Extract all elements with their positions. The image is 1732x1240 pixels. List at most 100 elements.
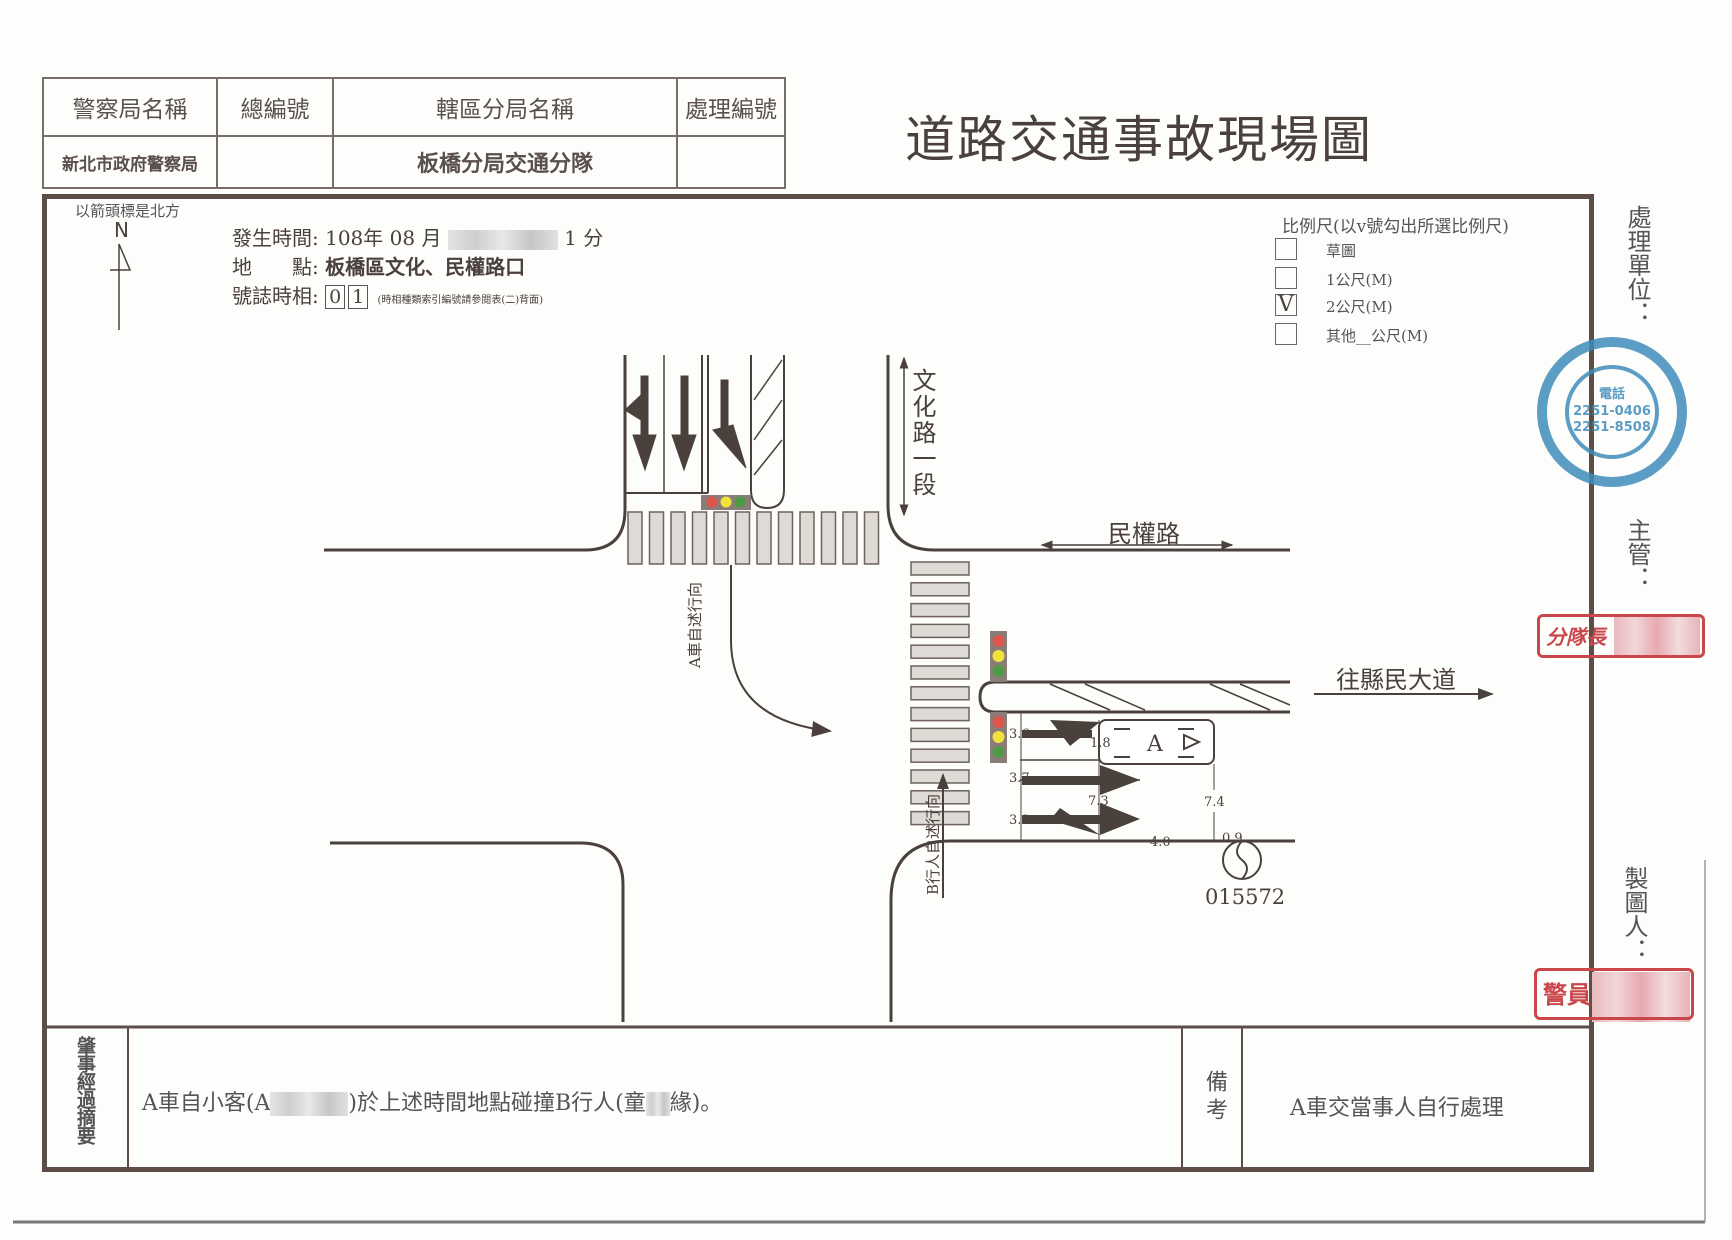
north-caption: 以箭頭標是北方 [75,202,181,220]
crosswalk-stripe-east [910,561,970,576]
road-edge-northwest [324,355,627,552]
header-col-police-bureau: 警察局名稱 [42,77,218,137]
location-row: 地 點: 板橋區文化、民權路口 [232,251,525,280]
scale-label-other: 其他__公尺(M) [1326,327,1429,345]
scale-label-1m: 1公尺(M) [1326,271,1393,289]
dim-4-0: 4.0 [1150,835,1171,850]
serial-value [216,135,334,189]
pedestrian-b-path-label: B行人自述行向 [924,794,942,895]
scale-label-2m: 2公尺(M) [1326,298,1393,316]
summary-section-lines [13,860,1706,1224]
crosswalk-stripe-east [910,644,970,659]
page-title: 道路交通事故現場圖 [905,111,1373,169]
scale-checkbox-other[interactable] [1275,323,1297,345]
summary-label: 肇事經過摘要 [74,1036,96,1144]
straight-left-arrow-icon [624,375,657,472]
crosswalk-stripe-north [713,511,729,565]
phase-note: (時相種類索引編號請參閱表(二)背面) [377,295,544,306]
remarks-value: A車交當事人自行處理 [1290,1096,1504,1121]
left-turn-arrow-icon [1022,720,1100,746]
police-bureau-value: 新北市政府警察局 [42,135,218,189]
scale-checkbox-2m[interactable]: V [1275,294,1297,316]
redacted-name [645,1092,670,1116]
manhole-icon [1222,840,1262,880]
place-value: 板橋區文化、民權路口 [325,255,526,279]
phase-digit-2: 1 [348,285,369,309]
crosswalk-stripe-east [910,602,970,618]
road-edge-southeast [889,839,1295,1022]
crosswalk-stripe-north [777,511,794,565]
crosswalk-stripe-east [910,727,970,743]
slant-arrow-icon [712,379,747,469]
occurrence-time-row: 發生時間: 108年 08 月 1 分 [232,222,603,251]
phase-digit-1: 0 [325,285,346,309]
header-col-case-number: 處理編號 [676,77,786,137]
drafter-stamp: 警員 [1534,968,1694,1020]
north-arrow-icon [110,243,132,330]
dim-lane3: 3.9 [1009,813,1030,828]
crosswalk-stripe-north [627,511,643,565]
place-label: 地 點: [232,255,319,279]
manhole-id: 015572 [1205,885,1285,909]
time-value-suffix: 1 分 [564,226,604,250]
crosswalk-stripe-east [910,623,970,639]
dimension-labels: 3.6 3.7 3.9 1.8 7.3 7.4 4.0 0.9 [1009,727,1243,850]
time-label: 發生時間: [232,226,319,250]
dimension-lines [1020,712,1215,841]
crosswalk-stripe-north [691,511,708,565]
diagram-frame [42,194,1594,1172]
crosswalk-stripe-east [910,748,970,763]
summary-part3: 緣)。 [669,1091,723,1116]
crosswalk-stripe-north [820,511,837,565]
dim-7-4: 7.4 [1204,795,1225,810]
road-label-minquan: 民權路 [1108,520,1180,548]
handling-unit-label: 處理單位： [1623,205,1651,325]
road-edge-southwest [330,841,625,1022]
lane-arrows-southbound [624,375,747,472]
road-label-to-xianmin: 往縣民大道 [1336,666,1456,694]
redacted-supervisor-name [1614,616,1700,656]
scale-title: 比例尺(以v號勾出所選比例尺) [1282,217,1509,237]
crosswalk-stripe-east [910,810,970,826]
remarks-label: 備考 [1202,1070,1227,1126]
supervisor-stamp: 分隊長 [1537,614,1705,658]
crosswalk-stripe-north [648,511,665,565]
dim-lane1: 3.6 [1009,727,1030,742]
vehicle-a: A [1098,719,1215,765]
drafter-label: 製圖人： [1620,866,1648,962]
supervisor-stamp-text: 分隊長 [1546,625,1606,649]
traffic-light-east-lower [990,712,1007,763]
vehicle-direction-icon [1183,733,1202,751]
crosswalk-stripe-north [756,511,772,565]
summary-part1: A車自小客(A [142,1091,271,1116]
scale-checkbox-1m[interactable] [1275,267,1297,289]
lane-arrows-westbound [1022,720,1140,835]
accident-summary-text: A車自小客(A )於上述時間地點碰撞B行人(童緣)。 [142,1085,722,1117]
north-letter: N [114,218,129,242]
crosswalk-stripe-east [910,665,970,680]
crosswalk-stripe-north [734,511,751,565]
phase-label: 號誌時相: [232,284,319,308]
traffic-light-north [701,495,751,510]
header-col-precinct: 轄區分局名稱 [332,77,678,137]
traffic-light-east-upper [990,631,1007,682]
crosswalk-stripe-north [842,511,858,565]
dim-7-3: 7.3 [1088,794,1109,809]
header-col-serial: 總編號 [216,77,334,137]
header-table: 警察局名稱 總編號 轄區分局名稱 處理編號 新北市政府警察局 板橋分局交通分隊 [42,77,786,189]
crosswalk-stripe-east [910,790,970,805]
road-edge-northeast [886,355,1290,552]
scale-checkbox-sketch[interactable] [1275,238,1297,260]
road-edges [324,355,1295,1022]
vehicle-a-path-arrow [730,565,832,737]
redacted-time [447,229,558,250]
crosswalk-stripe-east [910,706,970,722]
vehicle-a-label: A [1146,732,1164,757]
north-median-island [750,355,785,510]
crosswalk-stripe-east [910,686,970,701]
case-number-value [676,135,786,189]
road-label-wenhua: 文化路一段 [908,368,936,498]
summary-part2: )於上述時間地點碰撞B行人(童 [348,1091,646,1116]
